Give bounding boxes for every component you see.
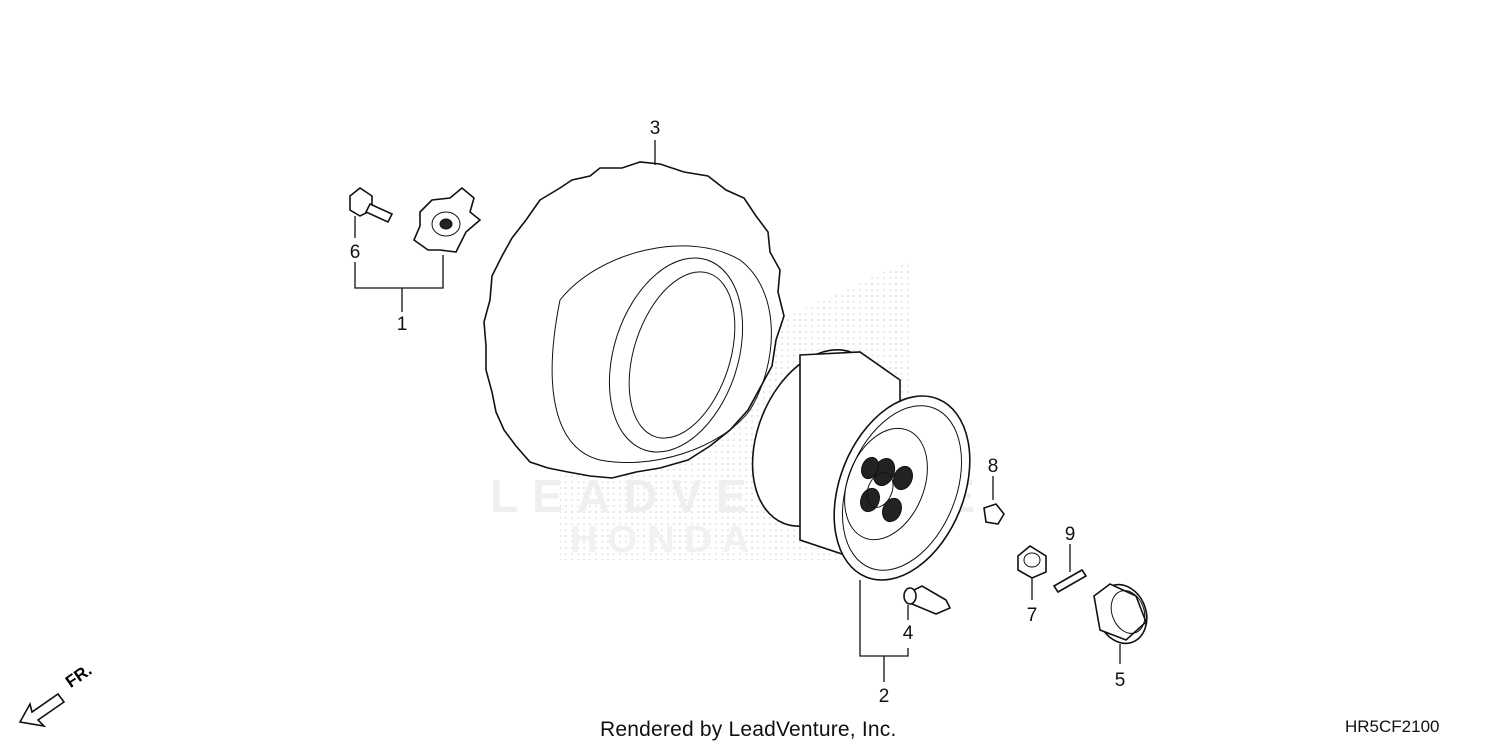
callout-6[interactable]: 6: [350, 242, 361, 263]
svg-text:HONDA: HONDA: [570, 519, 759, 561]
cap-part-5[interactable]: [1089, 578, 1155, 651]
leader-lines: [354, 140, 1121, 682]
rim-part-2[interactable]: [728, 330, 996, 600]
castle-nut-part-7[interactable]: [1017, 545, 1047, 579]
front-direction-arrow-icon: [18, 692, 66, 728]
render-credit: Rendered by LeadVenture, Inc.: [600, 718, 897, 741]
cotter-pin-part-9[interactable]: [1052, 568, 1088, 594]
callout-8[interactable]: 8: [988, 456, 999, 477]
callout-5[interactable]: 5: [1115, 670, 1126, 691]
valve-stem-part-4[interactable]: [903, 585, 952, 615]
hub-part-1[interactable]: [413, 186, 482, 253]
callout-9[interactable]: 9: [1065, 524, 1076, 545]
callout-7[interactable]: 7: [1027, 605, 1038, 626]
callout-3[interactable]: 3: [650, 118, 661, 139]
callout-4[interactable]: 4: [903, 623, 914, 644]
diagram-code: HR5CF2100: [1345, 717, 1440, 736]
callout-2[interactable]: 2: [879, 686, 890, 707]
tire-part-3[interactable]: [483, 161, 785, 479]
nut-part-8[interactable]: [983, 503, 1005, 525]
callout-1[interactable]: 1: [397, 314, 408, 335]
bolt-part-6[interactable]: [349, 187, 394, 224]
